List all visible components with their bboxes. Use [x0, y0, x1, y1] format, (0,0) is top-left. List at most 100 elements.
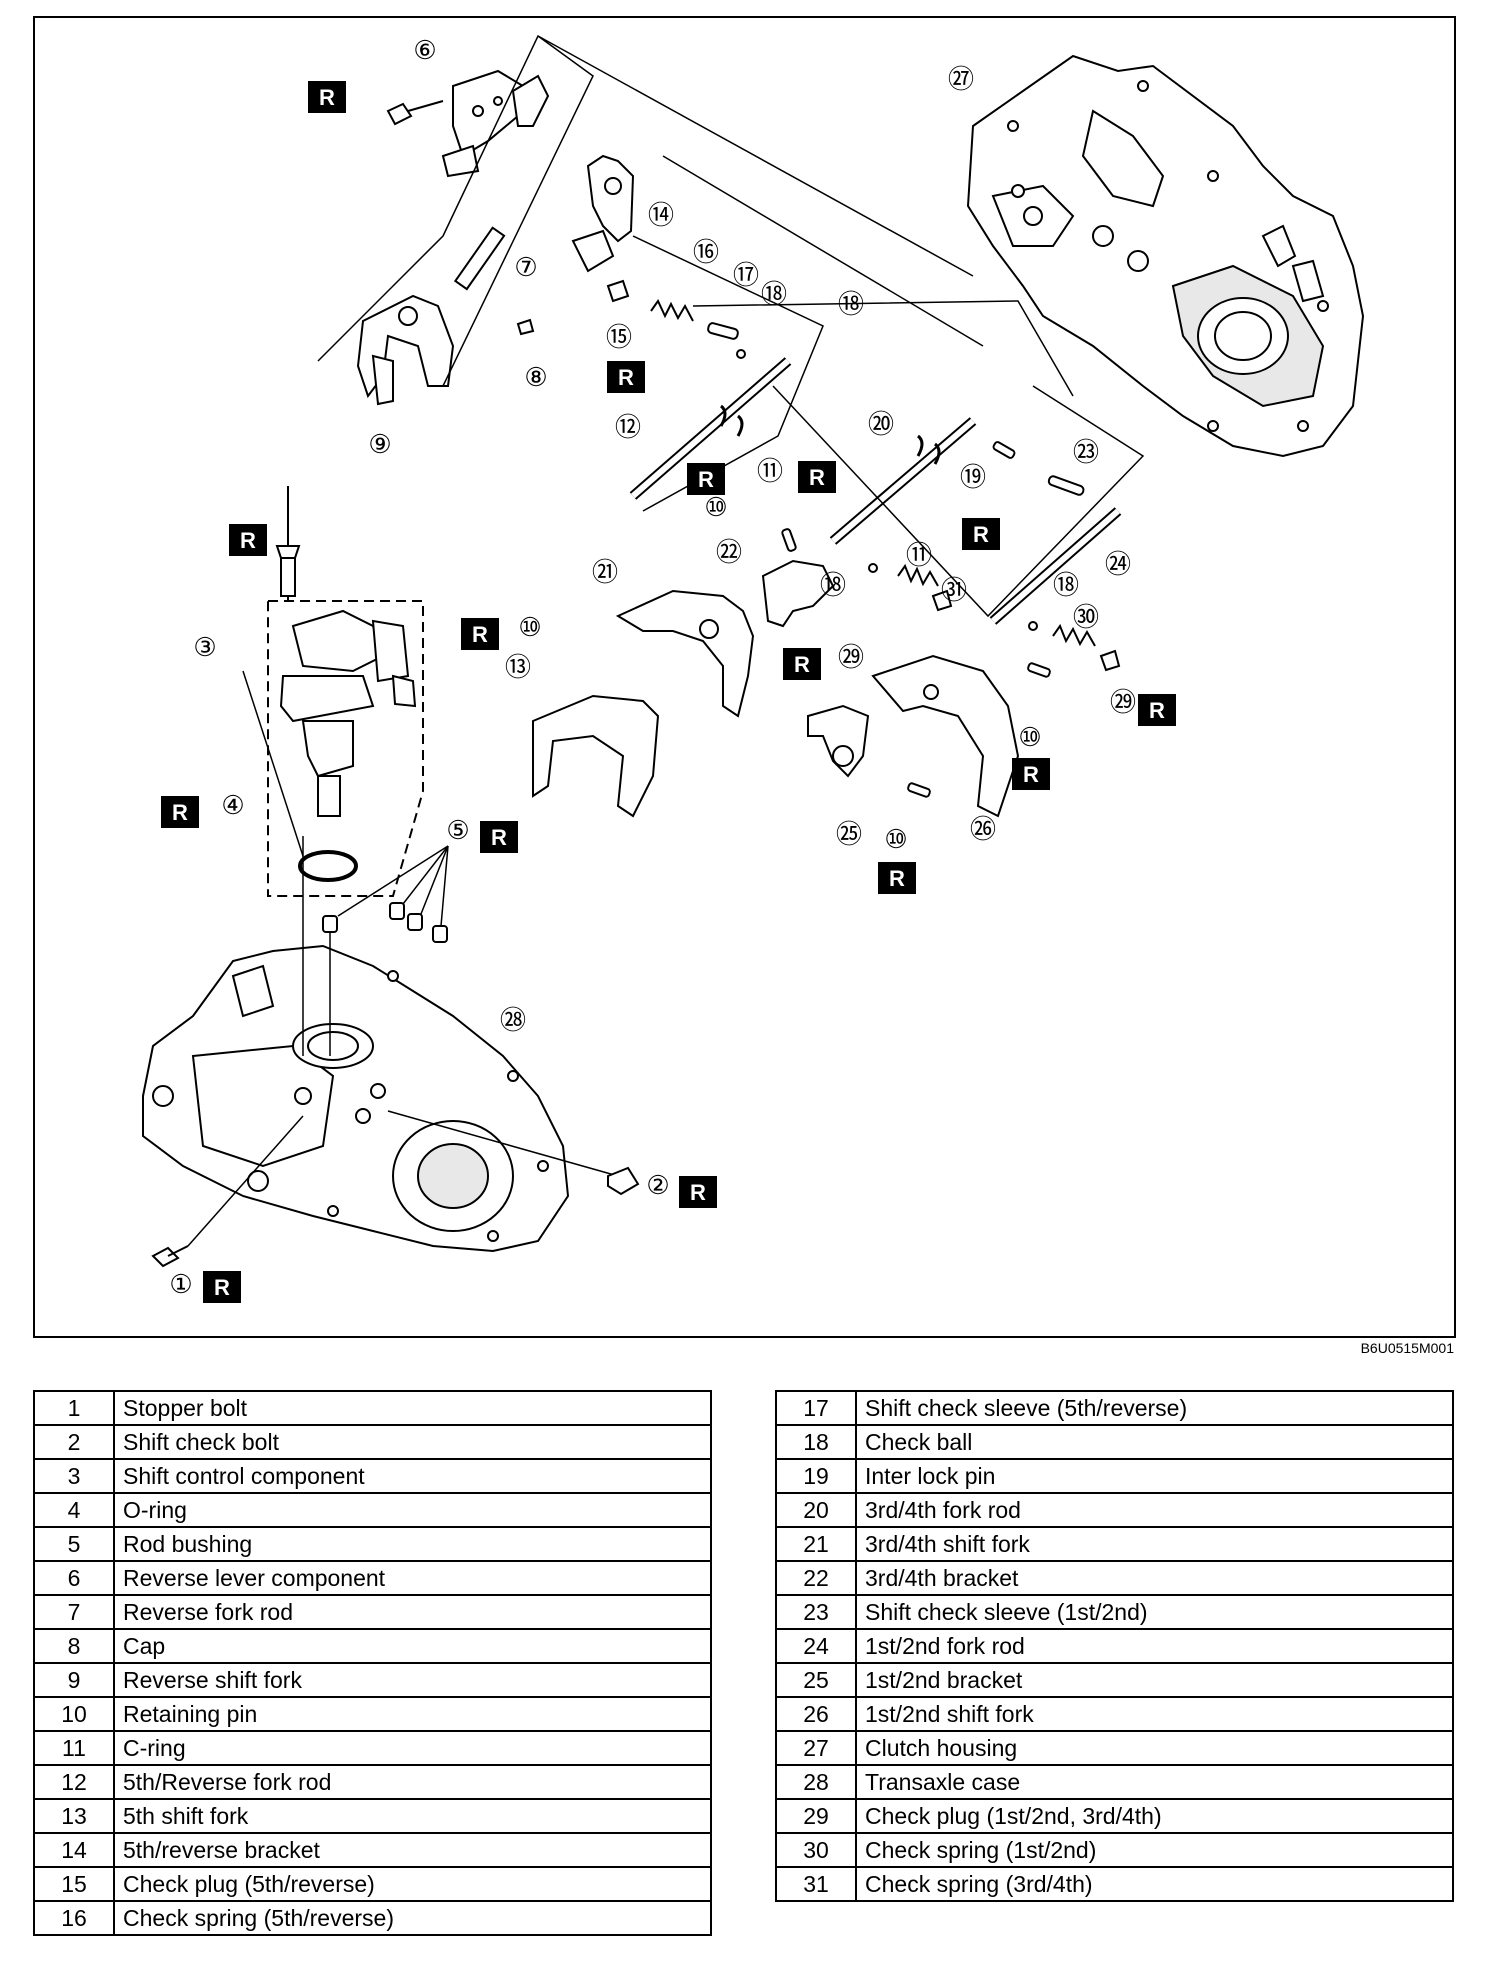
callout-10-a: ⑩: [704, 492, 727, 522]
callout-5: ⑤: [446, 815, 469, 845]
part-name: Check spring (1st/2nd): [855, 1832, 1454, 1868]
replace-badge: R: [962, 518, 1000, 550]
part-number: 7: [33, 1594, 115, 1630]
part-number: 26: [775, 1696, 857, 1732]
part-name: 3rd/4th bracket: [855, 1560, 1454, 1596]
part-number: 29: [775, 1798, 857, 1834]
callout-2: ②: [646, 1170, 669, 1200]
o-ring-drawing: [298, 850, 358, 882]
callout-27: ㉗: [948, 64, 974, 94]
replace-badge: R: [1012, 758, 1050, 790]
callout-10-c: ⑩: [1018, 722, 1041, 752]
callout-12: ⑫: [615, 412, 641, 442]
part-name: 1st/2nd fork rod: [855, 1628, 1454, 1664]
part-name: Check spring (5th/reverse): [113, 1900, 712, 1936]
part-number: 13: [33, 1798, 115, 1834]
part-number: 20: [775, 1492, 857, 1528]
part-number: 23: [775, 1594, 857, 1630]
replace-badges: R R R R R R R R R R R R R R R: [161, 81, 1176, 1303]
callout-6: ⑥: [413, 35, 436, 65]
replace-badge: R: [203, 1271, 241, 1303]
replace-badge: R: [480, 821, 518, 853]
callout-14: ⑭: [648, 200, 674, 230]
replace-badge: R: [679, 1176, 717, 1208]
callout-18-b: ⑱: [838, 289, 864, 319]
part-number: 1: [33, 1390, 115, 1426]
5th-reverse-parts-drawing: [571, 154, 792, 500]
part-name: Reverse fork rod: [113, 1594, 712, 1630]
part-name: 1st/2nd bracket: [855, 1662, 1454, 1698]
callout-23: ㉓: [1073, 437, 1099, 467]
part-name: Cap: [113, 1628, 712, 1664]
part-name: C-ring: [113, 1730, 712, 1766]
part-name: Clutch housing: [855, 1730, 1454, 1766]
callout-18-c: ⑱: [820, 570, 846, 600]
part-name: 5th/Reverse fork rod: [113, 1764, 712, 1800]
part-number: 28: [775, 1764, 857, 1800]
part-number: 22: [775, 1560, 857, 1596]
callout-7: ⑦: [514, 252, 537, 282]
callout-3: ③: [193, 632, 216, 662]
part-number: 2: [33, 1424, 115, 1460]
part-number: 30: [775, 1832, 857, 1868]
callout-29-b: ㉙: [1110, 687, 1136, 717]
replace-badge: R: [878, 862, 916, 894]
part-number: 21: [775, 1526, 857, 1562]
callout-24: ㉔: [1105, 549, 1131, 579]
part-name: 3rd/4th shift fork: [855, 1526, 1454, 1562]
svg-text:R: R: [794, 652, 810, 677]
replace-badge: R: [161, 796, 199, 828]
callout-15: ⑮: [606, 322, 632, 352]
part-name: Transaxle case: [855, 1764, 1454, 1800]
callout-10-b: ⑩: [518, 612, 541, 642]
leader-lines: [187, 670, 619, 1247]
part-number: 25: [775, 1662, 857, 1698]
part-name: Rod bushing: [113, 1526, 712, 1562]
part-name: Reverse shift fork: [113, 1662, 712, 1698]
part-number: 8: [33, 1628, 115, 1664]
svg-text:R: R: [809, 465, 825, 490]
callout-31: ㉛: [941, 575, 967, 605]
part-number: 9: [33, 1662, 115, 1698]
part-number: 3: [33, 1458, 115, 1494]
callout-30: ㉚: [1073, 602, 1099, 632]
1st-2nd-parts-drawing: [807, 475, 1122, 818]
svg-text:R: R: [491, 825, 507, 850]
svg-text:R: R: [618, 365, 634, 390]
callout-16: ⑯: [693, 237, 719, 267]
part-number: 5: [33, 1526, 115, 1562]
svg-text:R: R: [889, 866, 905, 891]
callout-17: ⑰: [733, 260, 759, 290]
part-name: Retaining pin: [113, 1696, 712, 1732]
callout-10-d: ⑩: [884, 824, 907, 854]
part-number: 6: [33, 1560, 115, 1596]
callout-9: ⑨: [368, 429, 391, 459]
callout-13: ⑬: [505, 652, 531, 682]
svg-text:R: R: [698, 467, 714, 492]
part-number: 24: [775, 1628, 857, 1664]
part-number: 18: [775, 1424, 857, 1460]
callout-22: ㉒: [716, 537, 742, 567]
part-name: Check ball: [855, 1424, 1454, 1460]
part-number: 17: [775, 1390, 857, 1426]
svg-text:R: R: [472, 622, 488, 647]
svg-text:R: R: [1023, 762, 1039, 787]
callout-20: ⑳: [868, 409, 894, 439]
